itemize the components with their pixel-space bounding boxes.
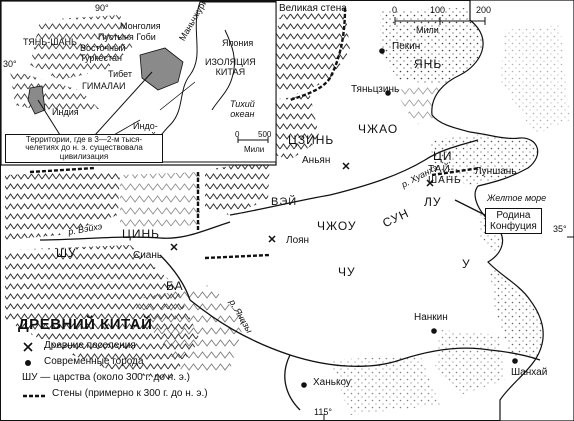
kingdom-yan: ЯНЬ xyxy=(414,57,443,71)
inset-india: Индия xyxy=(52,107,79,117)
city-luoyang: Лоян xyxy=(286,235,310,246)
legend-cross-icon xyxy=(22,340,34,352)
sea-yellow: Желтое море xyxy=(487,193,547,203)
river-yangtze xyxy=(189,299,541,367)
scale-bar xyxy=(394,17,486,25)
wall-west xyxy=(29,166,96,174)
river-weihe xyxy=(39,221,231,241)
coord-lon115: 115° xyxy=(314,407,332,417)
kingdom-ba: БА xyxy=(166,279,184,293)
inset-scale-500: 500 xyxy=(258,130,272,139)
kingdom-zhou: ЧЖОУ xyxy=(317,219,357,233)
inset-himalaya: ГИМАЛАИ xyxy=(82,81,126,91)
inset-lon90: 90° xyxy=(95,3,109,13)
kingdom-zhao: ЧЖАО xyxy=(358,122,399,136)
inset-tibet: Тибет xyxy=(108,69,133,79)
legend-ancient: Древние поселения xyxy=(44,340,136,351)
legend: Древние поселения Современные города ШУ … xyxy=(22,338,272,418)
inset-tianshan: ТЯНЬ-ШАНЬ xyxy=(23,37,77,47)
kingdom-qin: ЦИНЬ xyxy=(122,227,161,241)
legend-kingdoms: ШУ — царства (около 300 г. до н. э.) xyxy=(22,372,190,383)
legend-walls: Стены (примерно к 300 г. до н. э.) xyxy=(52,388,208,399)
city-xian: Сиань xyxy=(133,250,163,261)
kingdom-qi: ЦИ xyxy=(433,149,453,163)
city-shanghai: Шанхай xyxy=(511,367,548,378)
rivers xyxy=(39,139,541,411)
kingdom-shu: ШУ xyxy=(56,246,77,260)
city-hankou: Ханькоу xyxy=(313,377,351,388)
wall-south xyxy=(204,253,271,260)
kingdom-chu: ЧУ xyxy=(338,265,356,279)
legend-modern: Современные города xyxy=(44,356,144,367)
inset-japan: Япония xyxy=(222,38,254,48)
kingdom-wei: ВЭЙ xyxy=(271,196,298,208)
city-tianjin: Тяньцзинь xyxy=(351,84,400,95)
inset-east-turkestan: Восточный Туркестан xyxy=(80,43,126,63)
inset-civilization-callout: Территории, где в 3—2-м тыся- челетиях д… xyxy=(5,134,163,164)
kingdom-u: У xyxy=(462,257,471,271)
modern-cities xyxy=(301,48,518,388)
kingdom-lu: ЛУ xyxy=(424,195,442,209)
kingdom-jin: ЦЗИНЬ xyxy=(288,133,335,147)
inset-isolation: ИЗОЛЯЦИЯ КИТАЯ xyxy=(205,57,256,77)
inset-gobi: Пустыня Гоби xyxy=(98,32,156,42)
scale-100: 100 xyxy=(430,5,446,15)
mountain-taishan: ТАЙ- ШАНЬ xyxy=(428,164,462,186)
walls xyxy=(29,7,481,260)
great-wall xyxy=(289,7,347,102)
inset-pacific: Тихий океан xyxy=(230,99,255,119)
scale-unit: Мили xyxy=(416,25,439,35)
mountain-areas xyxy=(5,8,450,380)
map-title: ДРЕВНИЙ КИТАЙ xyxy=(18,316,153,333)
wall-east xyxy=(431,166,481,177)
city-anyang: Аньян xyxy=(302,155,331,166)
city-nankin: Нанкин xyxy=(414,312,448,323)
city-lunshan: Луншань xyxy=(475,166,517,177)
city-beijing: Пекин xyxy=(392,41,421,52)
legend-wall-icon xyxy=(22,388,48,398)
legend-dot-icon xyxy=(22,356,34,368)
river-huanghe xyxy=(229,139,479,216)
ancient-settlements xyxy=(170,162,434,251)
inset-mongolia: Монголия xyxy=(120,21,161,31)
confucius-homeland-box: Родина Конфуция xyxy=(485,208,542,234)
label-great-wall: Великая стена xyxy=(279,3,347,14)
scale-200: 200 xyxy=(476,5,492,15)
inset-scale-0: 0 xyxy=(235,130,240,139)
scale-0: 0 xyxy=(392,5,398,15)
inset-lat30: 30° xyxy=(3,59,17,69)
coord-lat35: 35° xyxy=(553,224,567,234)
inset-scale-unit: Мили xyxy=(244,145,265,154)
coastal-dots xyxy=(330,8,560,415)
civilization-area-main xyxy=(139,47,184,91)
civilization-area-west xyxy=(27,85,46,115)
